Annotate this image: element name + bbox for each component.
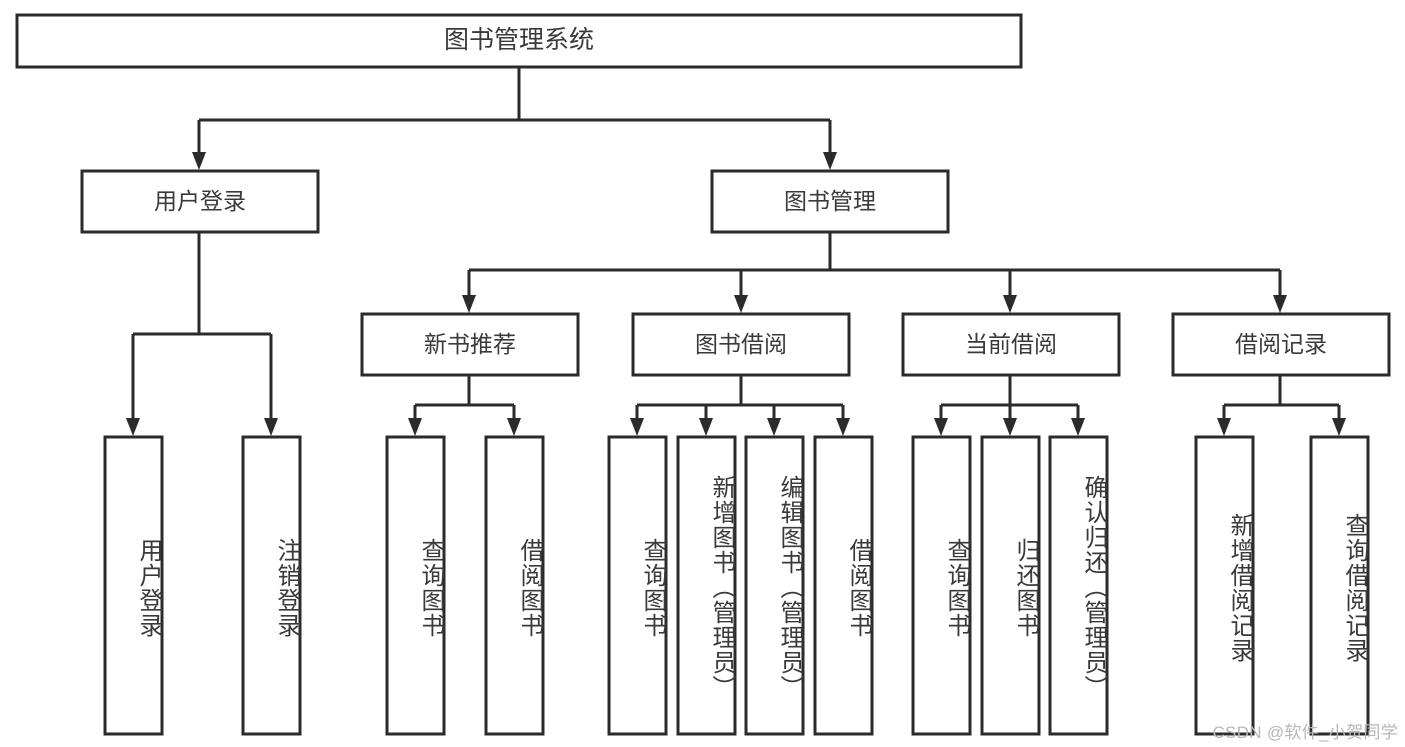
connector-currentborrow-to-leaves — [934, 375, 1085, 436]
leaf-box[interactable] — [484, 435, 545, 736]
leaf-box[interactable] — [1194, 435, 1255, 736]
connector-bookmgmt-to-level3 — [462, 232, 1287, 313]
leaf-box[interactable] — [1309, 435, 1370, 736]
csdn-watermark: CSDN @软件_小贺同学 — [1212, 723, 1398, 742]
leaf-box[interactable] — [607, 435, 668, 736]
node-new-book-recommend-box[interactable] — [360, 312, 580, 377]
node-book-borrow-box[interactable] — [631, 312, 851, 377]
leaf-box[interactable] — [1048, 435, 1109, 736]
leaf-box[interactable] — [103, 435, 164, 736]
node-current-borrow-box[interactable] — [901, 312, 1121, 377]
connector-root-to-level2 — [192, 67, 837, 170]
node-book-management-box[interactable] — [710, 169, 950, 234]
leaf-box[interactable] — [744, 435, 805, 736]
node-user-login-box[interactable] — [80, 169, 320, 234]
connector-newbook-to-leaves — [408, 375, 521, 436]
connector-borrowrecord-to-leaves — [1217, 375, 1346, 436]
leaf-box[interactable] — [911, 435, 972, 736]
leaf-box[interactable] — [385, 435, 446, 736]
node-root-box[interactable] — [15, 13, 1023, 69]
leaf-box[interactable] — [813, 435, 874, 736]
leaf-box[interactable] — [980, 435, 1041, 736]
leaf-box[interactable] — [676, 435, 737, 736]
node-borrow-record-box[interactable] — [1171, 312, 1391, 377]
leaf-box[interactable] — [241, 435, 302, 736]
connector-userlogin-to-leaves — [126, 232, 278, 436]
connector-bookborrow-to-leaves — [630, 375, 850, 436]
